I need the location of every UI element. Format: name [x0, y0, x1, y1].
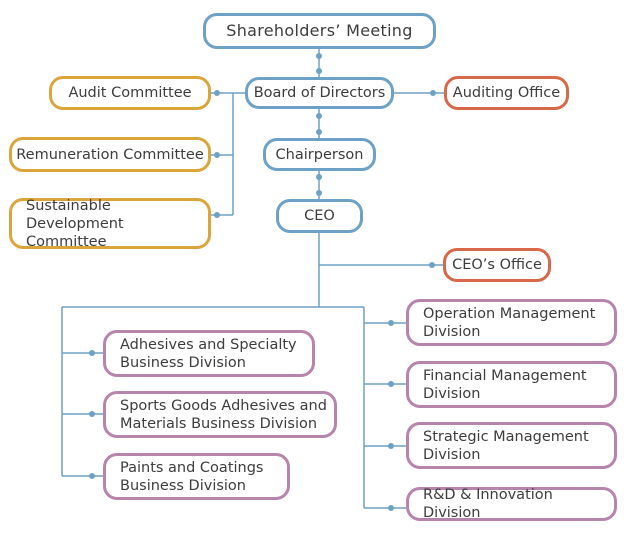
paints-coatings-division-label: Paints and Coatings Business Division	[120, 459, 264, 494]
audit-committee-label: Audit Committee	[68, 85, 192, 101]
operation-management-division-label: Operation Management Division	[423, 305, 596, 340]
shareholders-meeting-label: Shareholders’ Meeting	[226, 21, 413, 40]
chairperson-label: Chairperson	[275, 146, 364, 163]
strategic-management-division-label: Strategic Management Division	[423, 428, 589, 463]
rd-innovation-division-label: R&D & Innovation Division	[423, 487, 553, 521]
chairperson-box: Chairperson	[263, 138, 376, 171]
sustainable-development-committee-label: Sustainable Development Committee	[26, 197, 124, 250]
sustainable-development-committee-box: Sustainable Development Committee	[9, 197, 211, 250]
ceo-label: CEO	[304, 208, 335, 224]
operation-management-division-box: Operation Management Division	[406, 299, 617, 346]
adhesives-specialty-division-label: Adhesives and Specialty Business Divisio…	[120, 336, 297, 371]
adhesives-specialty-division-box: Adhesives and Specialty Business Divisio…	[103, 330, 315, 377]
connector-dot	[316, 174, 322, 180]
strategic-management-division-box: Strategic Management Division	[406, 422, 617, 469]
connector-dot	[89, 473, 95, 479]
connector-dot	[316, 53, 322, 59]
sports-goods-division-label: Sports Goods Adhesives and Materials Bus…	[120, 397, 327, 432]
connector-dot	[214, 152, 220, 158]
ceo-office-box: CEO’s Office	[443, 248, 551, 282]
audit-committee-box: Audit Committee	[49, 76, 211, 110]
connector-dot	[429, 262, 435, 268]
connector-dots	[89, 53, 436, 511]
remuneration-committee-label: Remuneration Committee	[16, 146, 204, 163]
financial-management-division-label: Financial Management Division	[423, 367, 587, 402]
board-of-directors-box: Board of Directors	[245, 77, 394, 109]
remuneration-committee-box: Remuneration Committee	[9, 137, 211, 172]
connector-dot	[316, 190, 322, 196]
financial-management-division-box: Financial Management Division	[406, 361, 617, 408]
connector-lines	[61, 48, 445, 509]
auditing-office-label: Auditing Office	[452, 85, 561, 101]
sports-goods-division-box: Sports Goods Adhesives and Materials Bus…	[103, 391, 337, 438]
connector-dot	[214, 90, 220, 96]
connector-dot	[316, 129, 322, 135]
connector-dot	[316, 113, 322, 119]
connector-dot	[388, 443, 394, 449]
ceo-box: CEO	[276, 199, 363, 233]
auditing-office-box: Auditing Office	[444, 76, 569, 110]
connector-dot	[89, 411, 95, 417]
connector-dot	[388, 381, 394, 387]
connector-dot	[388, 320, 394, 326]
ceo-office-label: CEO’s Office	[452, 257, 542, 273]
connector-dot	[89, 350, 95, 356]
paints-coatings-division-box: Paints and Coatings Business Division	[103, 453, 290, 500]
rd-innovation-division-box: R&D & Innovation Division	[406, 487, 617, 521]
connector-dot	[316, 68, 322, 74]
board-of-directors-label: Board of Directors	[253, 85, 386, 101]
connector-dot	[388, 505, 394, 511]
connector-dot	[214, 212, 220, 218]
shareholders-meeting-box: Shareholders’ Meeting	[203, 13, 436, 49]
connector-dot	[430, 90, 436, 96]
